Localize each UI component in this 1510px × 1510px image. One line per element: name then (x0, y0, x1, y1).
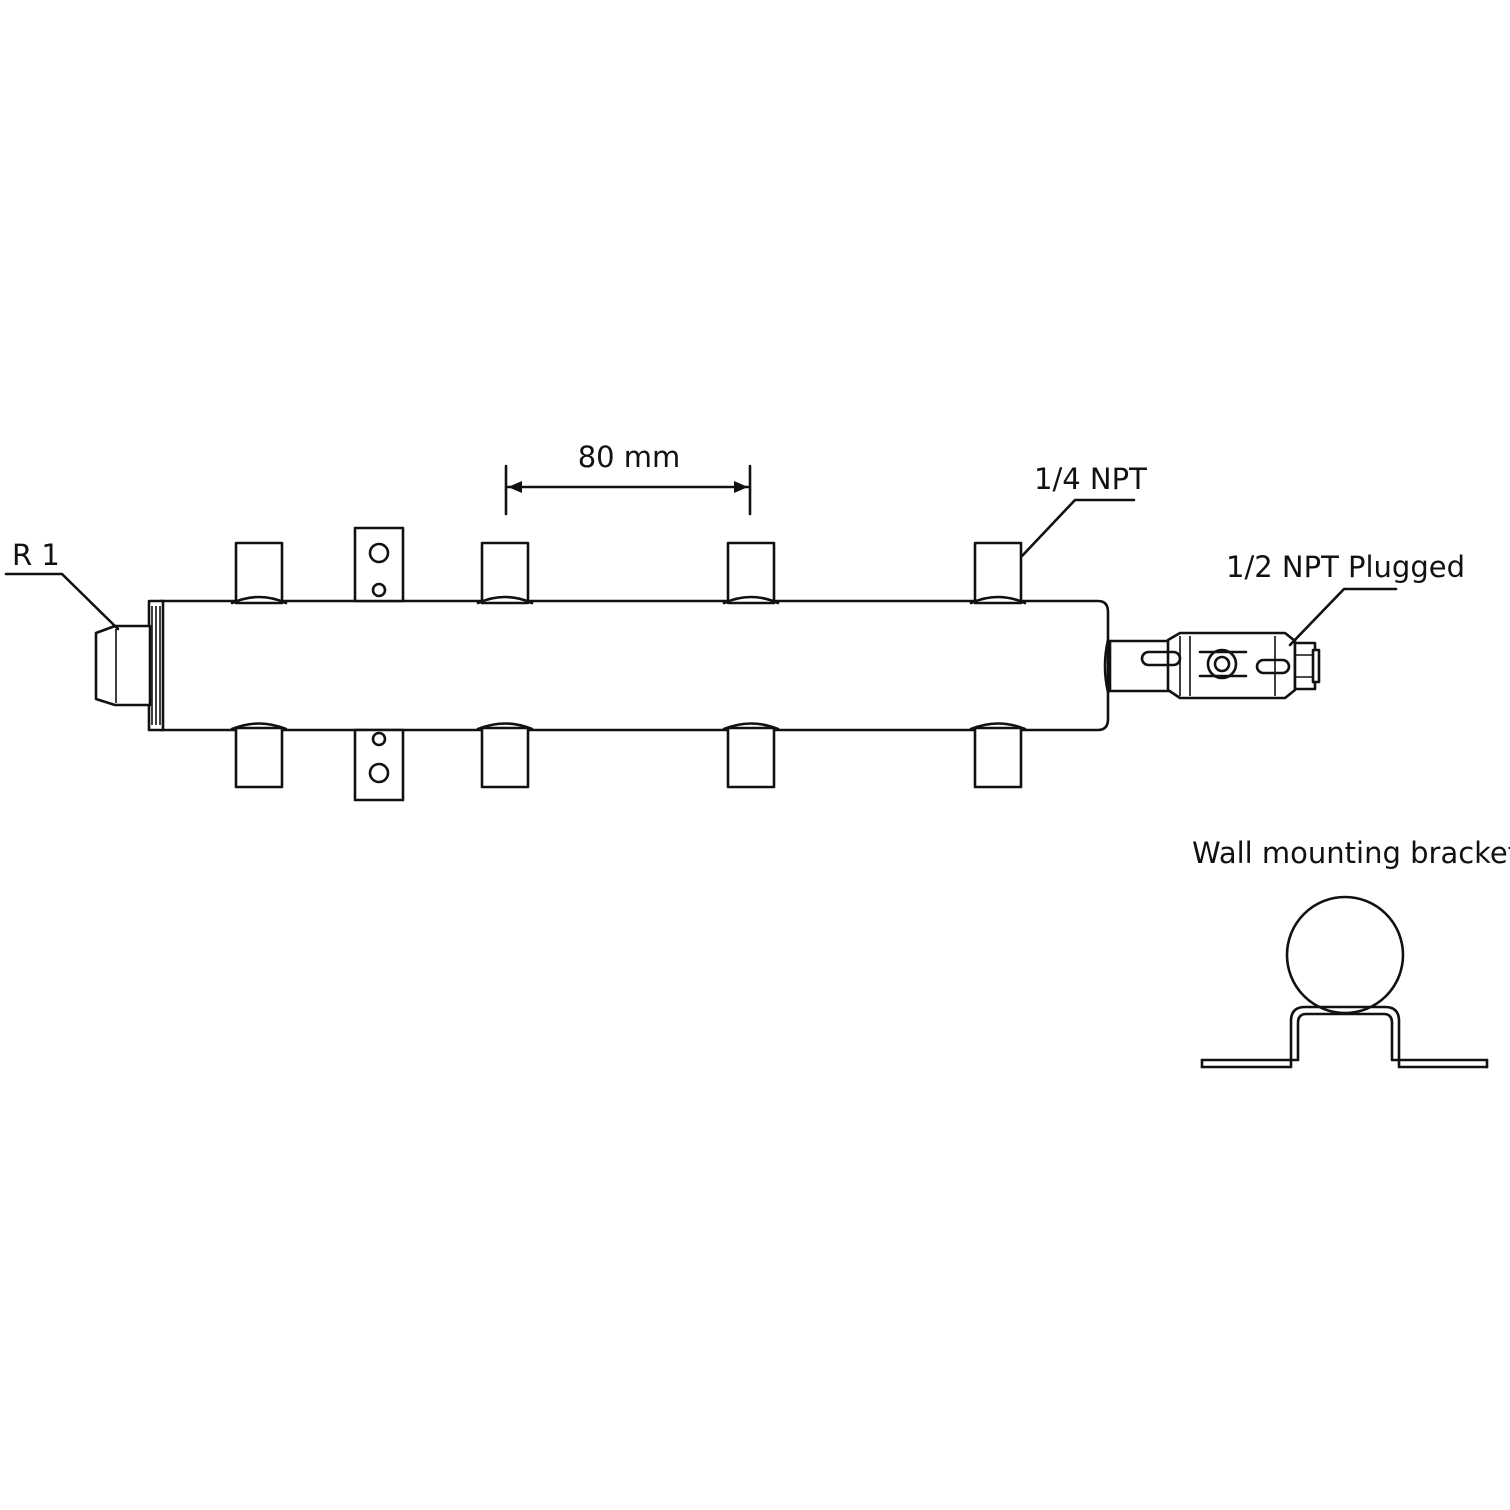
bracket-tab-top (353, 526, 405, 603)
pipe-section (1285, 895, 1405, 1015)
outlet-port-callout: 1/4 NPT (1020, 462, 1147, 558)
inlet-callout: R 1 (4, 538, 120, 631)
outlet-port-top-3 (722, 541, 780, 605)
outlet-port-bottom-1 (230, 722, 288, 789)
spacing-dimension: 80 mm (504, 440, 752, 516)
outlet-port-top-1 (230, 541, 288, 605)
outlet-port-top-4 (969, 541, 1027, 605)
spacing-label: 80 mm (578, 440, 681, 474)
end-port-label: 1/2 NPT Plugged (1226, 550, 1465, 584)
bracket-tab-bottom (353, 728, 405, 802)
bracket-detail: Wall mounting bracket (1192, 836, 1510, 1069)
lower-outlets (230, 722, 1027, 789)
manifold-body (158, 599, 1110, 732)
outlet-port-bottom-4 (969, 722, 1027, 789)
end-plug-assembly (1103, 631, 1321, 700)
inlet-collar (147, 599, 165, 732)
bracket-label: Wall mounting bracket (1192, 836, 1510, 870)
outlet-port-bottom-2 (476, 722, 534, 789)
outlet-port-top-2 (476, 541, 534, 605)
inlet-label: R 1 (12, 538, 60, 572)
end-port-callout: 1/2 NPT Plugged (1226, 550, 1465, 647)
upper-outlets (230, 541, 1027, 605)
outlet-port-label: 1/4 NPT (1034, 462, 1147, 496)
inlet-thread (94, 624, 152, 707)
outlet-port-bottom-3 (722, 722, 780, 789)
